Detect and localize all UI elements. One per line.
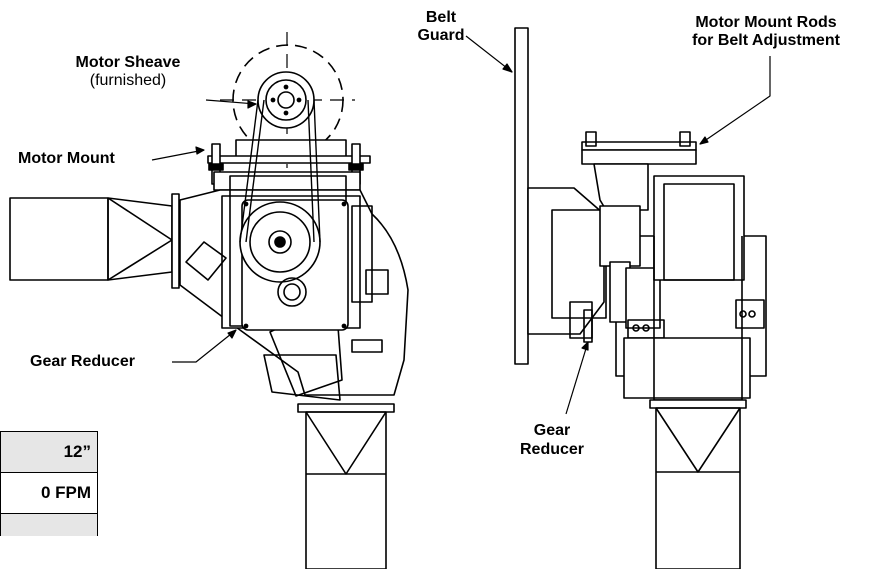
table-cell: 0 FPM xyxy=(0,472,98,514)
motor-mount-rods-label-line1: Motor Mount Rods xyxy=(695,14,837,31)
discharge-duct-right xyxy=(649,399,747,569)
gear-reducer-left xyxy=(239,199,349,331)
discharge-duct-left xyxy=(297,403,395,569)
belt-guard-label-line2: Guard xyxy=(417,27,465,44)
spec-table: 12” 0 FPM xyxy=(0,431,98,536)
inlet-duct xyxy=(9,193,180,289)
leader-lines xyxy=(151,35,771,415)
right-view xyxy=(514,27,767,569)
motor-sheave-outline xyxy=(220,32,355,168)
gear-reducer-left-label: Gear Reducer xyxy=(30,353,135,370)
gear-reducer-right xyxy=(527,187,607,343)
table-row: 0 FPM xyxy=(0,472,98,514)
gear-reducer-right-label-line2: Reducer xyxy=(519,441,585,458)
table-row: 12” xyxy=(0,431,98,473)
table-cell: 12” xyxy=(0,431,98,473)
elevator-body-right xyxy=(599,175,767,401)
belt-guard-label-line1: Belt xyxy=(425,9,457,26)
motor-mount-label: Motor Mount xyxy=(18,150,115,167)
table-row xyxy=(0,513,98,536)
gear-reducer-right-label-line1: Gear xyxy=(533,422,571,439)
motor-mount-rods-label-line2: for Belt Adjustment xyxy=(692,32,840,49)
belt-guard xyxy=(514,27,529,365)
motor-sheave-note: (furnished) xyxy=(89,72,167,89)
table-cell xyxy=(0,513,98,536)
motor-sheave-label: Motor Sheave xyxy=(75,54,181,71)
drive-belts xyxy=(239,99,321,243)
left-view xyxy=(9,32,409,569)
